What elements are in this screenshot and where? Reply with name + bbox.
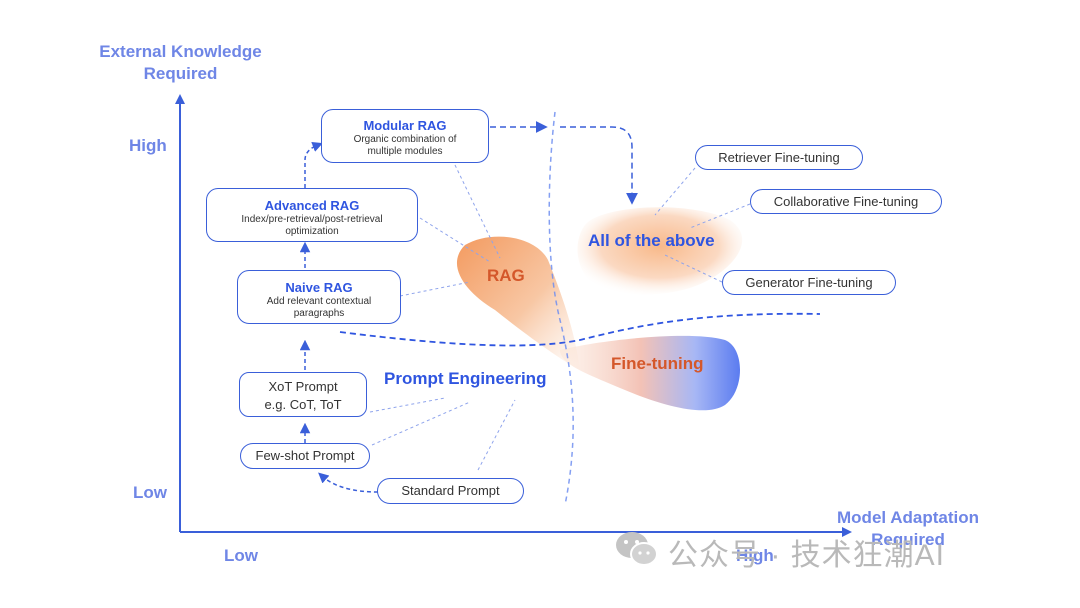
x-axis-high-label: High	[736, 546, 774, 565]
collaborative-fine-tuning-pill: Collaborative Fine-tuning	[750, 189, 942, 214]
naive-rag-box: Naive RAG Add relevant contextual paragr…	[237, 270, 401, 324]
modular-rag-desc-line1: Organic combination of	[353, 134, 457, 145]
all-of-the-above-blob	[577, 207, 743, 295]
naive-rag-title: Naive RAG	[285, 280, 353, 295]
rag-region-label: RAG	[487, 266, 525, 285]
advanced-rag-desc-line2: optimization	[285, 226, 339, 237]
modular-rag-title: Modular RAG	[363, 118, 447, 133]
advanced-rag-title: Advanced RAG	[264, 198, 360, 213]
watermark-text: 公众号 · 技术狂潮AI	[668, 539, 946, 572]
prompt-engineering-label: Prompt Engineering	[384, 369, 547, 388]
fine-tuning-blob	[560, 335, 740, 411]
x-axis-title-line2: Required	[871, 530, 945, 549]
x-axis-title-line1: Model Adaptation	[837, 508, 979, 527]
boundary-vertical	[548, 111, 574, 506]
y-axis-title-line2: Required	[143, 64, 218, 83]
rag-blob	[456, 236, 580, 370]
xot-prompt-box: XoT Prompt e.g. CoT, ToT	[239, 372, 367, 417]
x-axis-title: Model Adaptation Required	[818, 507, 998, 551]
y-axis-title-line1: External Knowledge	[99, 42, 262, 61]
all-of-the-above-label: All of the above	[588, 231, 715, 250]
modular-rag-desc-line2: multiple modules	[367, 146, 443, 157]
y-axis-low-label: Low	[133, 483, 167, 502]
advanced-rag-desc-line1: Index/pre-retrieval/post-retrieval	[241, 214, 383, 225]
wechat-icon	[615, 528, 659, 570]
generator-fine-tuning-pill: Generator Fine-tuning	[722, 270, 896, 295]
y-axis-high-label: High	[129, 136, 167, 155]
x-axis-low-label: Low	[224, 546, 258, 565]
naive-rag-desc-line2: paragraphs	[293, 308, 345, 319]
fine-tuning-region-label: Fine-tuning	[611, 354, 704, 373]
boundary-horizontal	[339, 312, 821, 347]
few-shot-prompt-pill: Few-shot Prompt	[240, 443, 370, 469]
standard-prompt-pill: Standard Prompt	[377, 478, 524, 504]
retriever-fine-tuning-pill: Retriever Fine-tuning	[695, 145, 863, 170]
modular-rag-box: Modular RAG Organic combination of multi…	[321, 109, 489, 163]
xot-prompt-line1: XoT Prompt	[268, 379, 338, 394]
xot-prompt-line2: e.g. CoT, ToT	[264, 397, 342, 412]
y-axis-title: External Knowledge Required	[78, 41, 283, 85]
advanced-rag-box: Advanced RAG Index/pre-retrieval/post-re…	[206, 188, 418, 242]
naive-rag-desc-line1: Add relevant contextual	[266, 296, 372, 307]
